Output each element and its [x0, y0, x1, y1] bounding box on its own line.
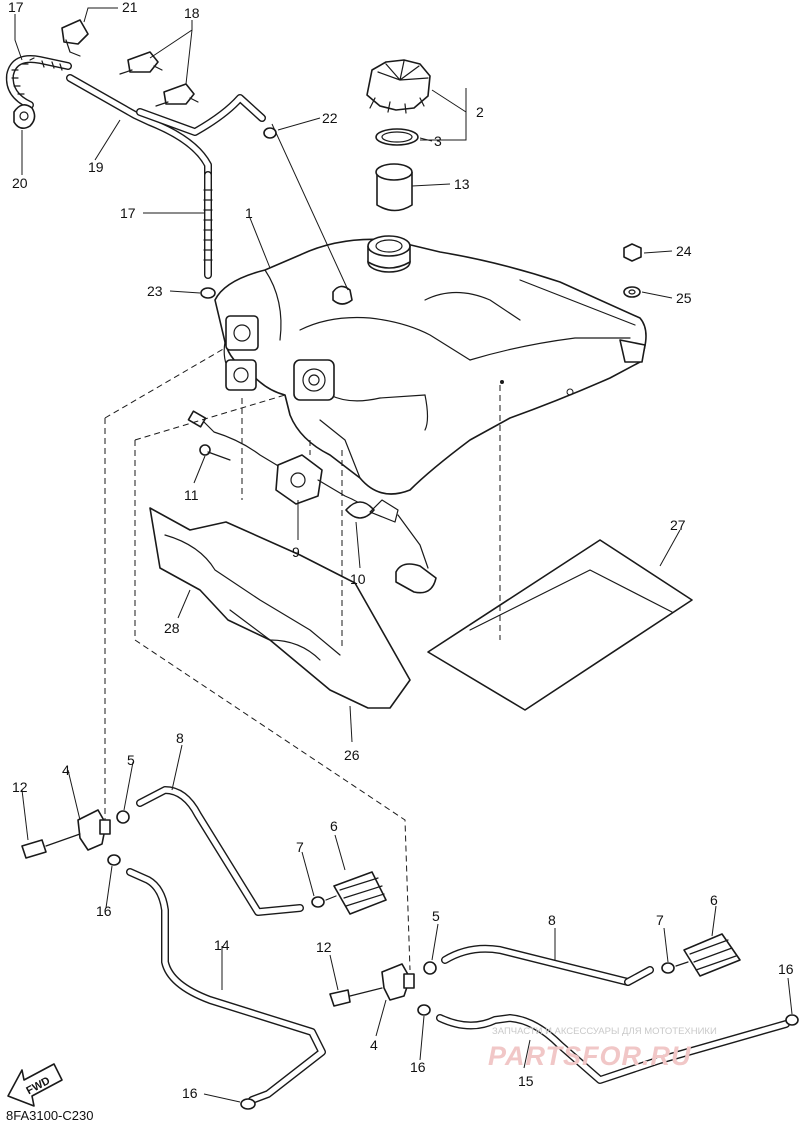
- fuel-filter-left: [311, 871, 387, 915]
- forward-arrow: FWD: [7, 1063, 63, 1107]
- callout-4-left: 4: [62, 762, 70, 778]
- fuel-hose-right: [441, 944, 654, 986]
- callout-16-mid: 16: [410, 1059, 426, 1075]
- watermark-brand: PARTSFOR.RU: [488, 1041, 692, 1071]
- leader-lines: [14, 7, 793, 1103]
- breather-hose-corrugated: [5, 55, 72, 109]
- diagram-code: 8FA3100-C230: [6, 1108, 93, 1123]
- callout-2: 2: [476, 104, 484, 120]
- callout-16-right: 16: [778, 961, 794, 977]
- callout-6-left: 6: [330, 818, 338, 834]
- fuel-sender-assy: [187, 410, 437, 594]
- tank-pad: [427, 539, 693, 711]
- callout-10: 10: [350, 571, 366, 587]
- callout-4-right: 4: [370, 1037, 378, 1053]
- callout-19: 19: [88, 159, 104, 175]
- nut-washer: [623, 243, 642, 298]
- callout-8-left: 8: [176, 730, 184, 746]
- vent-hose-corrugated: [203, 171, 213, 279]
- fuel-tank: [214, 235, 647, 495]
- callout-16-left: 16: [96, 903, 112, 919]
- callout-27: 27: [670, 517, 686, 533]
- fuel-cap: [366, 59, 431, 114]
- fuel-cock-left: [21, 809, 130, 866]
- fuel-cock-right: [329, 961, 437, 1016]
- callout-17-top: 17: [8, 0, 24, 15]
- locator-lines: [104, 347, 501, 971]
- callout-20: 20: [12, 175, 28, 191]
- fuel-hose-left: [136, 786, 304, 916]
- callout-23: 23: [147, 283, 163, 299]
- hose-clamp-set: [13, 19, 277, 299]
- callout-25: 25: [676, 290, 692, 306]
- callout-17: 17: [120, 205, 136, 221]
- callout-7-left: 7: [296, 839, 304, 855]
- callout-12-left: 12: [12, 779, 28, 795]
- watermark: ЗАПЧАСТИ И АКСЕССУАРЫ ДЛЯ МОТОТЕХНИКИ PA…: [488, 1026, 717, 1071]
- callout-18: 18: [184, 5, 200, 21]
- callout-22: 22: [322, 110, 338, 126]
- callout-21: 21: [122, 0, 138, 15]
- fuel-filter-right: [661, 933, 741, 977]
- fuel-hose-lower-right: [436, 1014, 799, 1084]
- callout-11: 11: [184, 487, 199, 503]
- filler-strainer: [375, 163, 413, 212]
- callout-7-right: 7: [656, 912, 664, 928]
- heat-shield: [149, 507, 411, 709]
- callout-8-right: 8: [548, 912, 556, 928]
- callout-12-right: 12: [316, 939, 332, 955]
- callout-16-bottom: 16: [182, 1085, 198, 1101]
- callout-24: 24: [676, 243, 692, 259]
- callout-6-right: 6: [710, 892, 718, 908]
- callout-numbers: 21 17 18 20 19 17 22 23 1 2 3 13 24 25 1…: [8, 0, 794, 1101]
- callout-9: 9: [292, 544, 300, 560]
- breather-hose: [66, 74, 266, 199]
- callout-26: 26: [344, 747, 360, 763]
- callout-28: 28: [164, 620, 180, 636]
- callout-15: 15: [518, 1073, 534, 1089]
- callout-13: 13: [454, 176, 470, 192]
- cap-gasket: [375, 128, 419, 146]
- callout-5-right: 5: [432, 908, 440, 924]
- callout-1: 1: [245, 205, 253, 221]
- callout-14: 14: [214, 937, 230, 953]
- callout-3: 3: [434, 133, 442, 149]
- watermark-tagline: ЗАПЧАСТИ И АКСЕССУАРЫ ДЛЯ МОТОТЕХНИКИ: [492, 1026, 717, 1037]
- fuel-hose-lower-left: [126, 868, 326, 1110]
- callout-5-left: 5: [127, 752, 135, 768]
